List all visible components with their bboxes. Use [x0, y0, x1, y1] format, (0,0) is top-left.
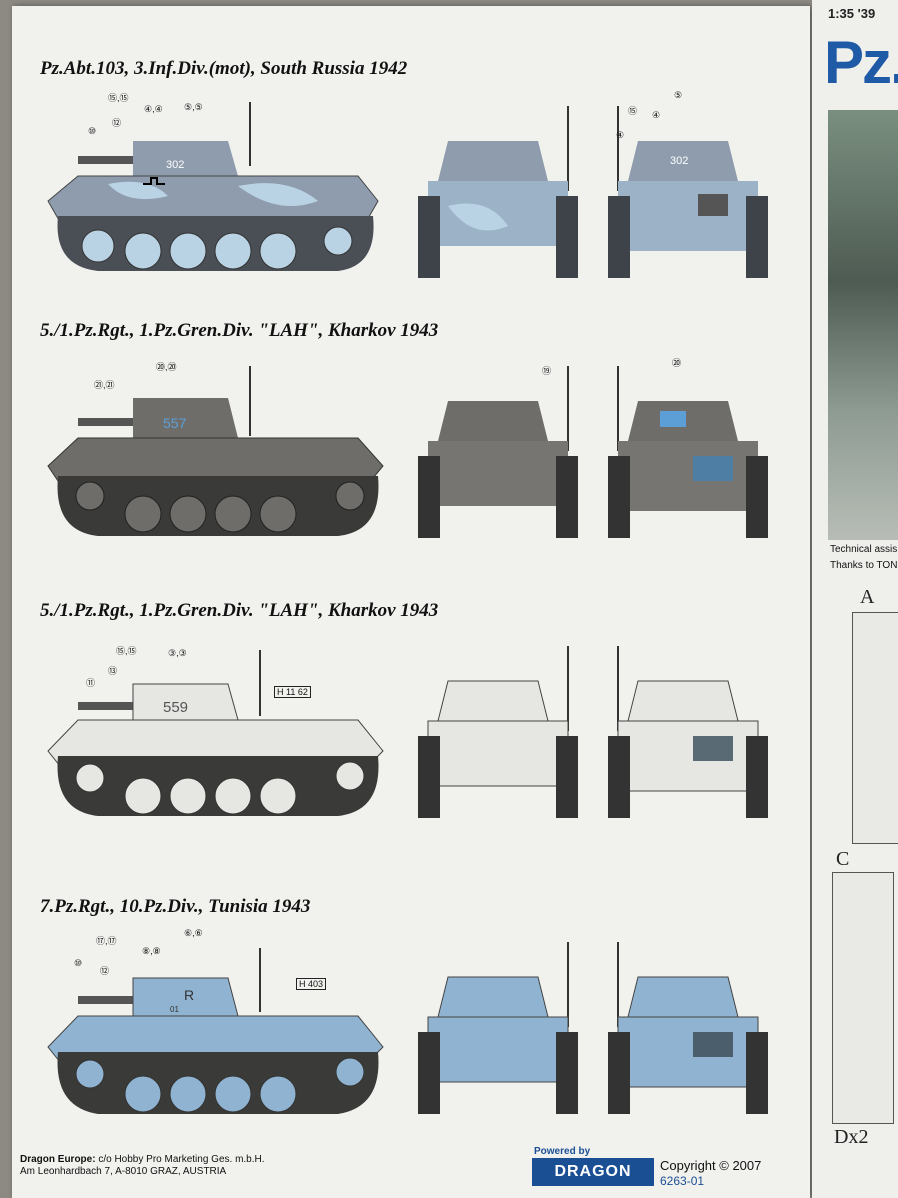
tank-front-view	[418, 106, 578, 278]
copyright: Copyright © 2007	[660, 1158, 762, 1173]
callout: ⑮,⑮	[116, 646, 137, 656]
callout: ㉑,㉑	[94, 380, 115, 390]
step-letter: A	[860, 586, 875, 608]
dragon-logo: DRAGON	[532, 1158, 654, 1186]
credit-line-2: Thanks to TON	[830, 560, 898, 571]
tank-rear-view: 302	[608, 106, 768, 278]
tank-side-view: R 01	[47, 948, 384, 1114]
hull-number: 01	[170, 1005, 179, 1014]
callout: ⑰,⑰	[96, 936, 117, 946]
callout: ⑧,⑧	[142, 946, 161, 956]
callout: ⑤	[674, 90, 683, 100]
tank-front-view	[418, 366, 578, 538]
tank-front-view	[418, 646, 578, 818]
callout: ⑩	[88, 126, 97, 136]
marking-title: 7.Pz.Rgt., 10.Pz.Div., Tunisia 1943	[40, 896, 311, 917]
tank-side-view: 557	[47, 366, 384, 536]
callout: ④	[652, 110, 661, 120]
footer-line2: Am Leonhardbach 7, A-8010 GRAZ, AUSTRIA	[20, 1166, 227, 1177]
cover-photo	[828, 110, 898, 540]
callout: ⑥,⑥	[184, 928, 203, 938]
tank-side-view: 302	[47, 102, 379, 271]
marking-title: Pz.Abt.103, 3.Inf.Div.(mot), South Russi…	[40, 58, 408, 79]
step-letter: Dx2	[834, 1126, 869, 1148]
callout: ⑳,⑳	[156, 362, 177, 372]
callout: ③,③	[168, 648, 187, 658]
tank-rear-view	[608, 366, 768, 538]
instruction-cover-sheet: 1:35 '39 Pz. Technical assis Thanks to T…	[812, 0, 898, 1198]
plate-callout: H 403	[296, 978, 327, 990]
marking-title: 5./1.Pz.Rgt., 1.Pz.Gren.Div. "LAH", Khar…	[40, 600, 439, 621]
callout: ⑲	[542, 366, 552, 376]
turret-number: 559	[163, 699, 188, 716]
credit-line-1: Technical assis	[830, 544, 898, 555]
callout: ⑬	[108, 666, 118, 676]
callout: ④,④	[144, 104, 163, 114]
step-letter: C	[836, 848, 850, 870]
footer-line1: c/o Hobby Pro Marketing Ges. m.b.H.	[95, 1154, 265, 1165]
cover-title: Pz.	[824, 29, 898, 96]
rear-turret-number: 302	[670, 155, 688, 167]
callout: ⑫	[100, 966, 110, 976]
plate-callout: H 11 62	[274, 686, 311, 698]
step-diagram	[852, 612, 898, 844]
tank-side-view: 559	[47, 650, 384, 816]
footer-address: Dragon Europe: c/o Hobby Pro Marketing G…	[20, 1154, 265, 1178]
marking-title: 5./1.Pz.Rgt., 1.Pz.Gren.Div. "LAH", Khar…	[40, 320, 439, 341]
decal-instruction-sheet: Pz.Abt.103, 3.Inf.Div.(mot), South Russi…	[12, 6, 810, 1198]
powered-by-label: Powered by	[534, 1146, 591, 1157]
step-diagram	[832, 872, 894, 1124]
turret-number: 557	[163, 415, 187, 431]
callout: ⑫	[112, 118, 122, 128]
callout: ⑩	[74, 958, 83, 968]
callout: ⑮	[628, 106, 638, 116]
scale-label: 1:35 '39	[828, 6, 876, 21]
part-number: 6263-01	[660, 1174, 705, 1188]
footer-company: Dragon Europe:	[20, 1154, 96, 1165]
tank-rear-view	[608, 942, 768, 1114]
callout: ⑤,⑤	[184, 102, 203, 112]
tank-front-view	[418, 942, 578, 1114]
callout: ⑳	[672, 358, 682, 368]
callout: ④	[616, 130, 625, 140]
turret-number: 302	[166, 159, 184, 171]
callout: ⑮,⑮	[108, 93, 129, 103]
tank-rear-view	[608, 646, 768, 818]
turret-letter: R	[184, 987, 194, 1003]
callout: ⑪	[86, 678, 96, 688]
